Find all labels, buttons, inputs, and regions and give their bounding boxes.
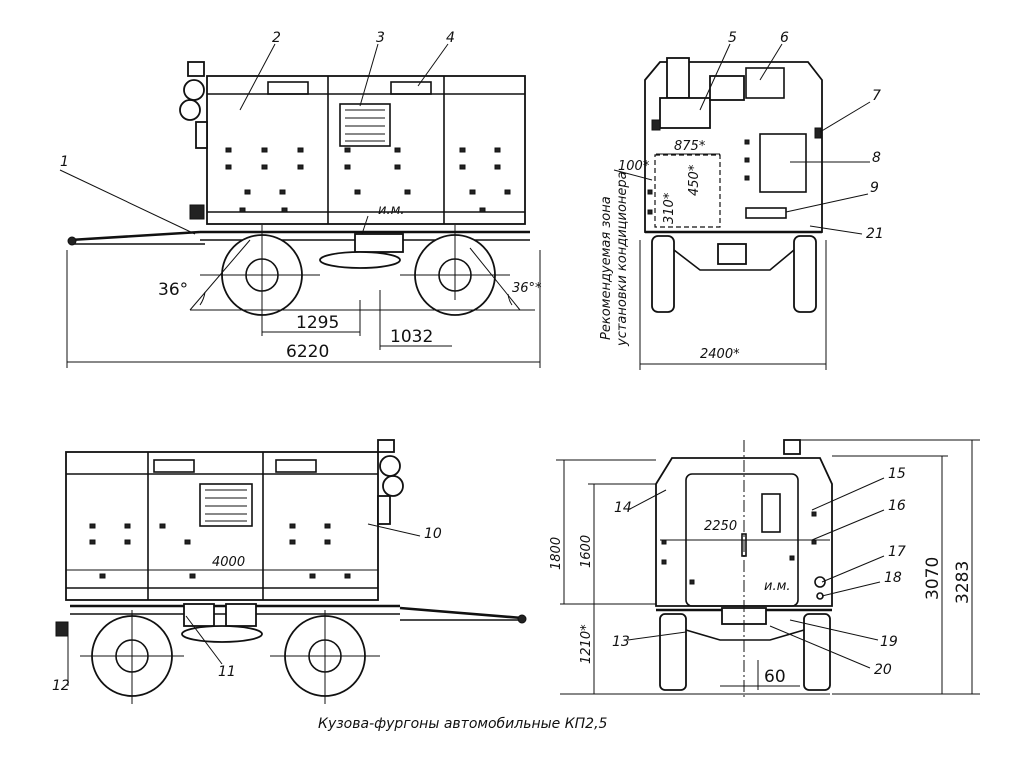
- callout-1: 1: [60, 154, 69, 170]
- vent-plate: [390, 81, 432, 95]
- front-panel: [759, 133, 807, 193]
- side-view-bottom: 4000 10 11 12: [52, 439, 527, 704]
- dim-6220: 6220: [286, 342, 329, 362]
- dim-4000: 4000: [212, 555, 245, 570]
- callout-5: 5: [728, 30, 737, 46]
- dim-1032: 1032: [390, 327, 433, 347]
- vent-plate: [267, 81, 309, 95]
- dim-3070: 3070: [923, 557, 943, 600]
- callout-4: 4: [446, 30, 455, 46]
- front-wheel-left: [651, 235, 675, 313]
- side-window-2: [199, 483, 253, 527]
- dim-3283: 3283: [953, 561, 973, 604]
- zone-text-2: установки кондиционера: [615, 171, 630, 347]
- wheel-rear: [400, 225, 510, 316]
- callout-13: 13: [612, 634, 630, 650]
- dim-875: 875*: [674, 139, 706, 154]
- callout-20: 20: [874, 662, 892, 678]
- rear-wheel-left: [659, 613, 687, 691]
- callout-6: 6: [780, 30, 789, 46]
- equipment-box: [745, 67, 785, 99]
- angle-rear-label: 36°*: [512, 281, 542, 296]
- callout-15: 15: [888, 466, 906, 482]
- callout-7: 7: [872, 88, 881, 104]
- front-view-top: 875* 100* 450* 310* 2400* Рекомендуемая …: [599, 30, 884, 370]
- dim-60: 60: [764, 667, 786, 687]
- callout-9: 9: [870, 180, 879, 196]
- callout-19: 19: [880, 634, 898, 650]
- marker-light: [183, 79, 205, 101]
- drawbar: [67, 230, 205, 246]
- dim-1295: 1295: [296, 313, 339, 333]
- door-window: [761, 493, 781, 533]
- zone-text-1: Рекомендуемая зона: [599, 196, 614, 340]
- callout-3: 3: [376, 30, 385, 46]
- dim-1600: 1600: [579, 535, 594, 568]
- roof-light: [187, 61, 205, 77]
- dim-2400: 2400*: [700, 347, 740, 362]
- dim-310: 310*: [662, 192, 677, 224]
- drawing-caption: Кузова-фургоны автомобильные КП2,5: [318, 716, 608, 732]
- callout-14: 14: [614, 500, 632, 516]
- callout-12: 12: [52, 678, 70, 694]
- dim-450: 450*: [687, 164, 702, 196]
- angle-front-label: 36°: [158, 280, 188, 300]
- callout-10: 10: [424, 526, 442, 542]
- dim-1210: 1210*: [579, 624, 594, 664]
- rear-wheel-right: [803, 613, 831, 691]
- front-wheel-right: [793, 235, 817, 313]
- callout-16: 16: [888, 498, 906, 514]
- wheel-front: [200, 225, 320, 330]
- side-view-top: 36° 36°* и.м. 1295 1032 6220 1 2 3 4: [59, 30, 542, 368]
- callout-2: 2: [272, 30, 281, 46]
- callout-11: 11: [218, 664, 236, 680]
- callout-21: 21: [866, 226, 884, 242]
- im-label-top: и.м.: [378, 203, 405, 218]
- im-label-bottom: и.м.: [764, 579, 791, 594]
- van-body: [206, 75, 526, 225]
- rivet-rows: [225, 147, 511, 213]
- dim-2250: 2250: [704, 519, 737, 534]
- dim-100: 100*: [618, 159, 650, 174]
- side-window: [339, 103, 391, 147]
- callout-18: 18: [884, 570, 902, 586]
- rear-view-bottom: 2250 1800 1600 1210* 3070 3283 60 и.м. 1…: [549, 439, 980, 700]
- callout-8: 8: [872, 150, 881, 166]
- dim-1800: 1800: [549, 537, 564, 570]
- callout-17: 17: [888, 544, 906, 560]
